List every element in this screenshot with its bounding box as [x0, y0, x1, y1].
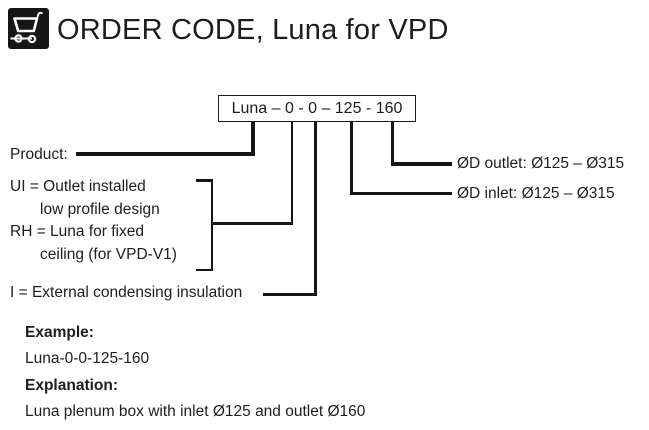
connector-position2-vertical: [291, 121, 293, 224]
label-ui-line2: low profile design: [40, 201, 160, 218]
connector-product-vertical: [251, 121, 255, 156]
shopping-cart-icon: [8, 8, 49, 49]
order-code-box: Luna – 0 - 0 – 125 - 160: [218, 95, 416, 122]
connector-insulation-vertical: [314, 121, 317, 296]
page-title: ORDER CODE, Luna for VPD: [57, 14, 449, 46]
connector-inlet-horizontal: [350, 191, 452, 195]
connector-position2-horizontal: [211, 222, 293, 225]
connector-product-horizontal: [76, 152, 255, 156]
explanation-value: Luna plenum box with inlet Ø125 and outl…: [25, 403, 366, 420]
bracket-bottom-tick: [196, 268, 213, 271]
label-inlet: ØD inlet: Ø125 – Ø315: [457, 185, 615, 202]
label-product: Product:: [10, 146, 68, 163]
connector-outlet-vertical: [391, 121, 394, 166]
connector-outlet-horizontal: [391, 161, 452, 166]
label-rh-line2: ceiling (for VPD-V1): [40, 246, 177, 263]
label-outlet: ØD outlet: Ø125 – Ø315: [457, 155, 625, 172]
label-insulation: I = External condensing insulation: [10, 284, 243, 301]
example-value: Luna-0-0-125-160: [25, 350, 150, 367]
connector-insulation-horizontal: [263, 293, 317, 296]
explanation-heading: Explanation:: [25, 377, 119, 394]
bracket-top-tick: [196, 179, 213, 182]
label-rh-line1: RH = Luna for fixed: [10, 223, 144, 240]
connector-inlet-vertical: [350, 121, 353, 195]
example-heading: Example:: [25, 324, 94, 341]
label-ui-line1: UI = Outlet installed: [10, 178, 146, 195]
bracket-vertical: [211, 179, 213, 271]
